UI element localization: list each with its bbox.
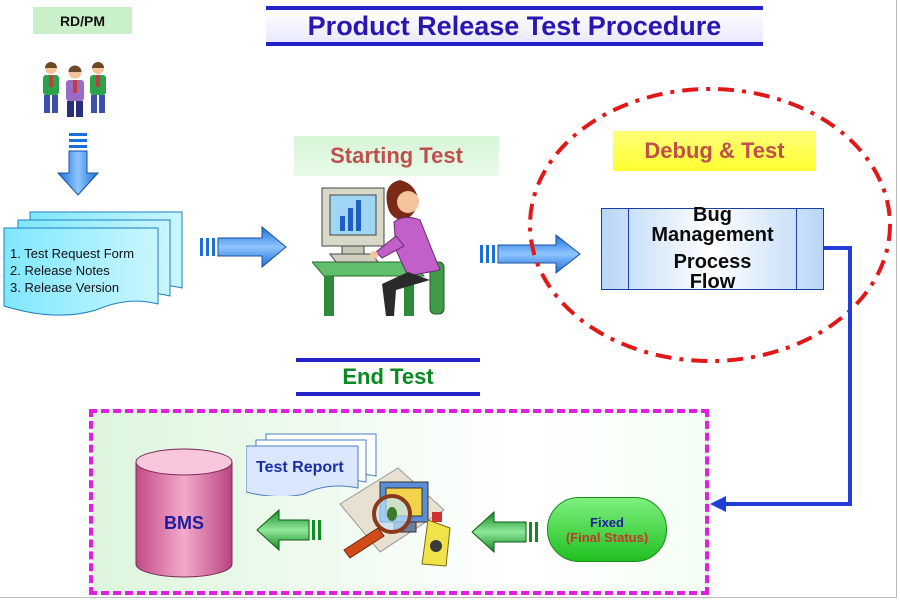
debug-zone-ellipse <box>528 87 892 363</box>
end-test-label: End Test <box>296 358 480 396</box>
bug-box-line: Bug <box>693 204 732 226</box>
bug-box-line: Flow <box>689 271 736 293</box>
fixed-status-node: Fixed (Final Status) <box>547 497 667 562</box>
starting-test-text: Starting Test <box>330 143 463 168</box>
document-list: 1. Test Request Form 2. Release Notes 3.… <box>10 245 134 296</box>
document-item: 3. Release Version <box>10 280 120 295</box>
connector-arrow <box>710 246 852 512</box>
document-item: 2. Release Notes <box>10 263 110 278</box>
bug-box-line: Process <box>673 251 752 273</box>
bug-box-line: Management <box>651 224 774 246</box>
right-arrow-icon <box>200 225 287 269</box>
debug-test-text: Debug & Test <box>644 138 785 163</box>
tester-at-computer-icon <box>312 180 445 316</box>
final-status-label: (Final Status) <box>565 529 649 545</box>
fixed-label: Fixed <box>590 514 624 530</box>
document-item: 1. Test Request Form <box>10 246 135 261</box>
bms-database-icon <box>135 448 233 578</box>
page-title-text: Product Release Test Procedure <box>307 10 722 41</box>
down-arrow-icon <box>56 133 100 196</box>
page-title: Product Release Test Procedure <box>266 6 763 46</box>
debugging-tools-icon <box>339 467 451 567</box>
right-arrow-icon <box>480 233 581 275</box>
people-icon <box>43 62 106 117</box>
left-arrow-icon <box>256 508 321 552</box>
bug-management-process-box: Bug Management Process Flow <box>601 204 824 293</box>
debug-test-label: Debug & Test <box>613 131 816 171</box>
left-arrow-icon <box>471 510 538 554</box>
test-report-icon <box>246 433 377 496</box>
test-report-label: Test Report <box>256 459 344 476</box>
box-divider <box>796 209 797 289</box>
box-divider <box>628 209 629 289</box>
actor-label-text: RD/PM <box>59 12 106 29</box>
starting-test-label: Starting Test <box>294 136 499 176</box>
document-stack-icon <box>3 211 183 316</box>
end-test-text: End Test <box>342 364 434 389</box>
actor-label: RD/PM <box>33 7 132 34</box>
bms-label: BMS <box>164 513 204 533</box>
